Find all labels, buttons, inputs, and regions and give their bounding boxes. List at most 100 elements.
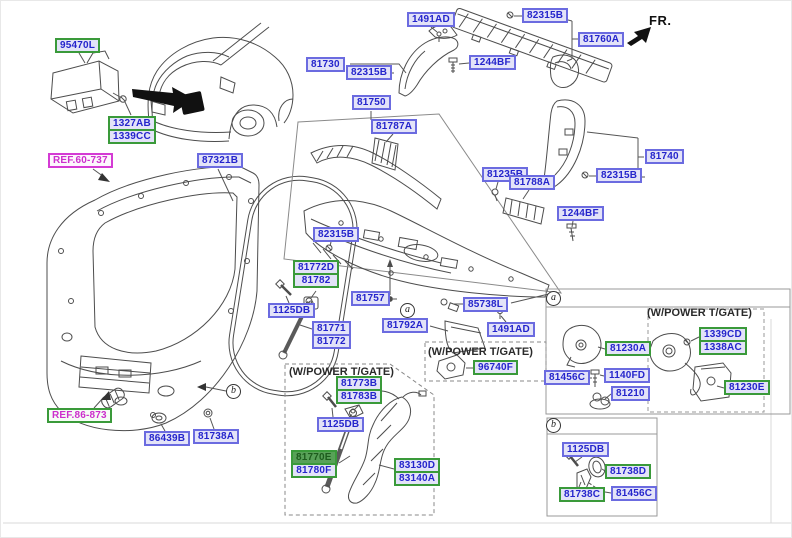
- part-number-text[interactable]: 83140A: [394, 471, 441, 486]
- part-number-text[interactable]: 82315B: [313, 227, 360, 242]
- part-number-text[interactable]: 81760A: [578, 32, 625, 47]
- part-number-text[interactable]: 1339CD: [699, 327, 747, 342]
- part-label-96740F[interactable]: 96740F: [473, 360, 519, 375]
- part-number-text[interactable]: 82315B: [522, 8, 569, 23]
- part-number-text[interactable]: 87321B: [197, 153, 244, 168]
- part-number-text[interactable]: 81730: [306, 57, 345, 72]
- part-number-text[interactable]: 82315B: [346, 65, 393, 80]
- part-label-1140FD[interactable]: 1140FD: [604, 368, 651, 383]
- option-boxes: [284, 341, 547, 516]
- part-label-81787A[interactable]: 81787A: [371, 119, 418, 134]
- part-number-text[interactable]: 81770E: [291, 450, 337, 465]
- part-number-text[interactable]: 85738L: [463, 297, 509, 312]
- part-number-text[interactable]: 81787A: [371, 119, 418, 134]
- part-number-text[interactable]: 81783B: [336, 389, 383, 404]
- part-label-81788A[interactable]: 81788A: [509, 175, 556, 190]
- part-number-text[interactable]: 81738D: [605, 464, 652, 479]
- part-number-text[interactable]: 81456C: [544, 370, 591, 385]
- part-label-85738L[interactable]: 85738L: [463, 297, 509, 312]
- part-number-text[interactable]: 81230A: [605, 341, 652, 356]
- callout-panel-a: a: [546, 291, 561, 306]
- part-label-82315B-top[interactable]: 82315B: [522, 8, 569, 23]
- tailgate-panel: [46, 166, 260, 432]
- part-number-text[interactable]: 1339CC: [108, 129, 156, 144]
- part-label-81750[interactable]: 81750: [352, 95, 391, 110]
- part-number-text[interactable]: 1244BF: [469, 55, 516, 70]
- part-label-81456C-a[interactable]: 81456C: [544, 370, 591, 385]
- part-label-81738C[interactable]: 81738C: [559, 487, 606, 502]
- part-number-text[interactable]: 1327AB: [108, 116, 156, 131]
- part-number-text[interactable]: 1244BF: [557, 206, 604, 221]
- part-label-95470L[interactable]: 95470L: [55, 38, 101, 53]
- part-number-text[interactable]: 81772D: [293, 260, 340, 275]
- part-number-text[interactable]: 1491AD: [407, 12, 455, 27]
- part-label-81757[interactable]: 81757: [351, 291, 390, 306]
- part-label-81740[interactable]: 81740: [645, 149, 684, 164]
- part-label-1125DB-center[interactable]: 1125DB: [268, 303, 316, 318]
- part-number-text[interactable]: 1491AD: [487, 322, 535, 337]
- part-number-text[interactable]: REF.86-873: [47, 408, 112, 423]
- part-label-REF-86-873[interactable]: REF.86-873: [47, 408, 112, 423]
- part-label-REF-60-737[interactable]: REF.60-737: [48, 153, 113, 168]
- fr-direction-label: FR.: [649, 13, 672, 28]
- part-number-text[interactable]: 81792A: [382, 318, 429, 333]
- part-label-1244BF-right[interactable]: 1244BF: [557, 206, 604, 221]
- part-number-text[interactable]: 81788A: [509, 175, 556, 190]
- part-number-text[interactable]: 1338AC: [699, 340, 747, 355]
- part-label-1491AD-top[interactable]: 1491AD: [407, 12, 455, 27]
- part-number-text[interactable]: 96740F: [473, 360, 519, 375]
- part-number-text[interactable]: 81757: [351, 291, 390, 306]
- part-number-text[interactable]: 81210: [611, 386, 650, 401]
- part-label-82315B-right[interactable]: 82315B: [596, 168, 643, 183]
- part-number-text[interactable]: 82315B: [596, 168, 643, 183]
- part-label-81738A[interactable]: 81738A: [193, 429, 240, 444]
- part-label-1491AD-center[interactable]: 1491AD: [487, 322, 535, 337]
- part-number-text[interactable]: 1125DB: [562, 442, 610, 457]
- part-number-text[interactable]: 81230E: [724, 380, 770, 395]
- part-label-81456C-b[interactable]: 81456C: [611, 486, 658, 501]
- car-illustration: [132, 22, 294, 142]
- part-number-text[interactable]: 86439B: [144, 431, 191, 446]
- part-label-1125DB-pb[interactable]: 1125DB: [562, 442, 610, 457]
- panel-b-box: [546, 417, 658, 517]
- part-label-82315B-3[interactable]: 82315B: [313, 227, 360, 242]
- part-number-text[interactable]: 81738C: [559, 487, 606, 502]
- part-label-81230E[interactable]: 81230E: [724, 380, 770, 395]
- part-label-81738D[interactable]: 81738D: [605, 464, 652, 479]
- part-label-86439B[interactable]: 86439B: [144, 431, 191, 446]
- part-number-text[interactable]: 81773B: [336, 376, 383, 391]
- part-number-text[interactable]: 81456C: [611, 486, 658, 501]
- part-number-text[interactable]: 95470L: [55, 38, 101, 53]
- part-number-text[interactable]: 81771: [312, 321, 351, 336]
- part-number-text[interactable]: 81772: [312, 334, 351, 349]
- part-number-text[interactable]: 1140FD: [604, 368, 651, 383]
- part-number-text[interactable]: 83130D: [394, 458, 441, 473]
- part-number-text[interactable]: 81740: [645, 149, 684, 164]
- part-label-87321B[interactable]: 87321B: [197, 153, 244, 168]
- part-number-text[interactable]: 81780F: [291, 463, 337, 478]
- part-label-81730[interactable]: 81730: [306, 57, 345, 72]
- part-number-text[interactable]: 1125DB: [268, 303, 316, 318]
- part-label-81210[interactable]: 81210: [611, 386, 650, 401]
- part-number-text[interactable]: REF.60-737: [48, 153, 113, 168]
- trim-panel-assembly: [283, 113, 563, 302]
- part-number-text[interactable]: 81782: [293, 273, 340, 288]
- part-label-1244BF-top[interactable]: 1244BF: [469, 55, 516, 70]
- part-number-text[interactable]: 81750: [352, 95, 391, 110]
- part-label-82315B-2[interactable]: 82315B: [346, 65, 393, 80]
- option-caption-caption-wpt-2: (W/POWER T/GATE): [289, 366, 394, 378]
- part-label-81792A[interactable]: 81792A: [382, 318, 429, 333]
- part-label-1125DB-bottom[interactable]: 1125DB: [317, 417, 365, 432]
- part-number-text[interactable]: 81738A: [193, 429, 240, 444]
- part-number-text[interactable]: 1125DB: [317, 417, 365, 432]
- part-label-81760A[interactable]: 81760A: [578, 32, 625, 47]
- part-label-81230A[interactable]: 81230A: [605, 341, 652, 356]
- leader-arrowheads: [98, 173, 206, 400]
